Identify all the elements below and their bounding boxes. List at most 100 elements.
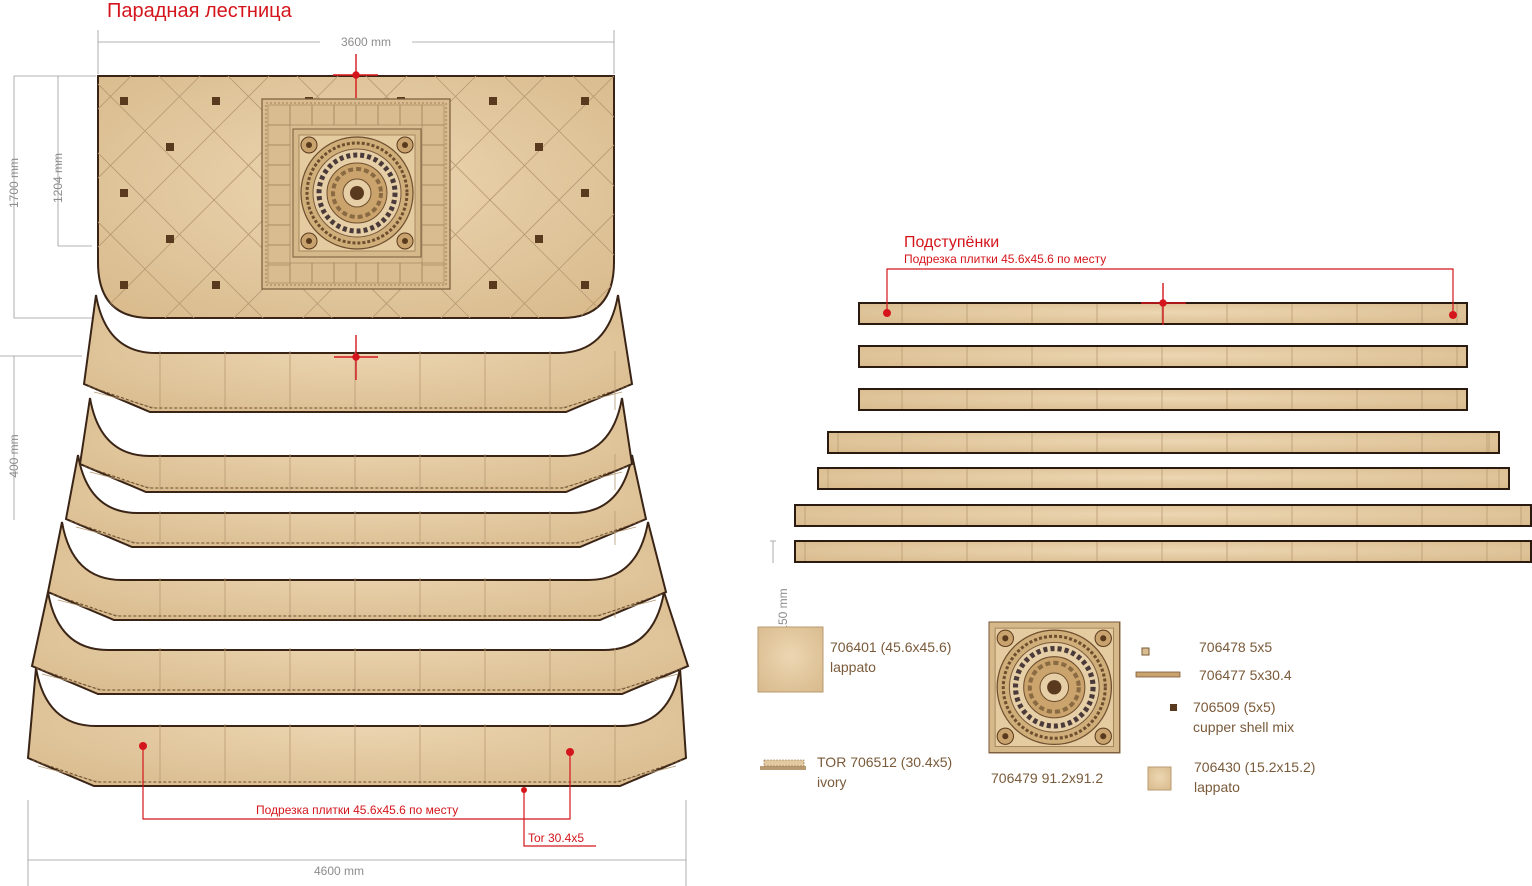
medallion-offset-label: 1204 mm [51, 153, 65, 203]
arrow-center [352, 353, 360, 361]
grout-line [98, 76, 346, 318]
step-tread [46, 521, 668, 621]
legend-code: 706509 (5x5) [1193, 699, 1276, 715]
bottom-width-label: 4600 mm [314, 864, 364, 878]
risers-title: Подступёнки [904, 234, 999, 251]
riser-height-label: 150 mm [776, 588, 790, 631]
stair-step [46, 521, 668, 621]
grout-line [911, 0, 1311, 400]
copper-dot-icon [120, 281, 128, 289]
move-arrow-icon [333, 54, 378, 98]
tor-label: Tor 30.4x5 [528, 831, 584, 845]
listello-icon [1135, 671, 1181, 678]
copper-dot-icon [212, 97, 220, 105]
stair-steps [26, 294, 690, 787]
copper-dot-icon [120, 189, 128, 197]
legend-code: 706430 (15.2x15.2) [1194, 759, 1315, 775]
stair-step [82, 294, 634, 413]
grout-line [1118, 0, 1518, 400]
stair-step [64, 454, 648, 548]
legend-finish: lappato [830, 659, 876, 675]
landing [97, 0, 1532, 400]
riser-strip [858, 345, 1468, 368]
tor-profile-icon [760, 759, 806, 770]
step-depth-label: 400 mm [7, 434, 21, 477]
grout-line [289, 76, 614, 318]
dimension-lines [0, 30, 776, 886]
legend-code: 706478 5x5 [1199, 639, 1272, 655]
large-tile-icon [757, 626, 824, 693]
copper-dot-icon [489, 97, 497, 105]
grout-line [358, 76, 614, 318]
copper-dot-icon [581, 97, 589, 105]
risers-cut-annotation [886, 268, 1454, 315]
medallion-border-tiles [267, 104, 445, 284]
landing-medallion [293, 129, 421, 257]
grout-line [911, 0, 1311, 400]
step-tread [64, 454, 648, 548]
step-tread [78, 397, 634, 493]
grout-line [704, 0, 1104, 400]
cut-point-marker [1449, 311, 1457, 319]
legend: 706401 (45.6x45.6) lappato TOR 706512 (3… [757, 622, 1315, 795]
copper-dot-icon [166, 235, 174, 243]
riser-strip [794, 540, 1532, 563]
grout-line [704, 0, 1104, 400]
landing-depth-label: 1700 mm [7, 158, 21, 208]
grout-line [842, 0, 1242, 400]
legend-code: 706401 (45.6x45.6) [830, 639, 951, 655]
tor-point-marker [521, 787, 527, 793]
tor-nosing [35, 667, 685, 691]
risers-cut-label: Подрезка плитки 45.6x45.6 по месту [904, 252, 1106, 266]
legend-finish: lappato [1194, 779, 1240, 795]
stair-step [78, 397, 634, 493]
copper-dot-icon [212, 281, 220, 289]
small-insert-icon [1141, 647, 1150, 656]
small-tile-icon [1147, 766, 1172, 791]
legend-code: 706477 5x30.4 [1199, 667, 1292, 683]
legend-code: 706479 91.2x91.2 [991, 770, 1103, 786]
step-tread [82, 294, 634, 413]
grout-line [1187, 0, 1532, 400]
cut-point-marker [883, 309, 891, 317]
copper-dot-icon [581, 281, 589, 289]
grout-line [98, 76, 415, 318]
grout-line [1049, 0, 1449, 400]
tor-nosing [83, 465, 629, 489]
border-tile [421, 262, 445, 284]
riser-strip [817, 467, 1510, 490]
grout-line [573, 526, 637, 544]
border-tile [421, 244, 445, 266]
riser-strip [827, 431, 1500, 454]
page-title: Парадная лестница [107, 0, 293, 22]
grout-line [1049, 0, 1449, 400]
riser-strip [858, 388, 1468, 411]
copper-dot-icon [535, 143, 543, 151]
grout-line [773, 0, 1173, 400]
grout-line [980, 0, 1380, 400]
grout-line [635, 0, 1035, 400]
grout-line [842, 0, 1242, 400]
grout-line [980, 0, 1380, 400]
bottom-cut-annotation [142, 746, 596, 847]
legend-finish: cupper shell mix [1193, 719, 1294, 735]
riser-strip [794, 504, 1532, 527]
cut-point-marker [139, 742, 147, 750]
riser-tile-row [817, 467, 1510, 490]
grout-line [1118, 0, 1518, 400]
riser-strips [794, 302, 1532, 563]
legend-finish: ivory [817, 774, 847, 790]
tor-nosing [69, 520, 643, 544]
copper-dot-icon [489, 281, 497, 289]
copper-dot-icon [166, 143, 174, 151]
cut-point-marker [566, 748, 574, 756]
riser-tile-row [794, 504, 1532, 527]
copper-dot-icon [581, 189, 589, 197]
grout-line [1187, 0, 1532, 400]
riser-tile-row [858, 345, 1468, 368]
move-arrow-icon [334, 335, 378, 380]
move-arrow-icon [1141, 283, 1186, 325]
copper-dot-icon [120, 97, 128, 105]
grout-line [773, 0, 1173, 400]
